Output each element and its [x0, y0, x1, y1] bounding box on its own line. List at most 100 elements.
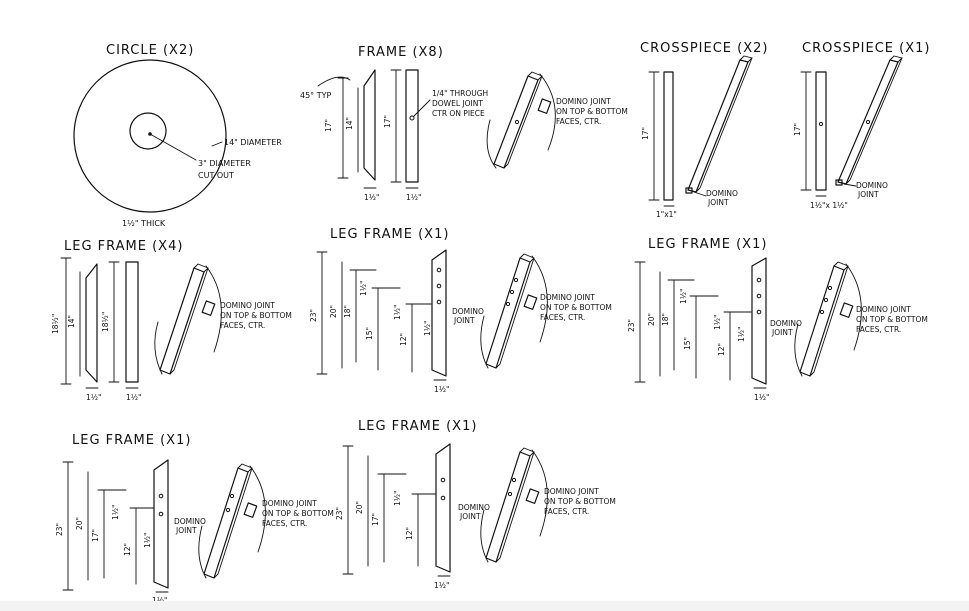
leg-frame-a-width: 1½"	[434, 385, 450, 394]
dowel-leader-line	[413, 99, 431, 117]
leg-frame-d-domino-1: DOMINO JOINT	[544, 487, 599, 496]
leg-frame-x4-panel: LEG FRAME (X4) 18½" 14" 18½" 1½" 1½" DOM…	[51, 239, 292, 402]
leg-frame-x4-height-c: 18½"	[101, 312, 110, 332]
leg-frame-a-h4: 15"	[365, 327, 374, 340]
leg-frame-a-h2: 20"	[329, 305, 338, 318]
leg-frame-d-iso-edges	[495, 447, 535, 563]
crosspiece-x2-panel: CROSSPIECE (X2) 17" 1"x1" DOMINO JOINT	[640, 41, 767, 219]
leg-frame-a-iso-hole-2	[509, 289, 515, 295]
leg-frame-c-gap-a: 1½"	[111, 505, 120, 521]
leg-frame-c-iso-hole-1	[229, 493, 235, 499]
leg-frame-x4-iso-edges	[169, 263, 209, 375]
leg-frame-x4-dim-a	[60, 257, 72, 385]
leg-frame-c-h1: 23"	[55, 523, 64, 536]
frame-height-b: 14"	[345, 117, 354, 130]
crosspiece-x1-leader	[843, 183, 857, 187]
leg-frame-d-h4: 12"	[405, 527, 414, 540]
leg-frame-c-domino-2: ON TOP & BOTTOM	[262, 509, 334, 518]
frame-title: FRAME (X8)	[358, 45, 444, 60]
leg-frame-c-hole-2	[158, 511, 164, 517]
leg-frame-b-domino-1: DOMINO JOINT	[856, 305, 911, 314]
leg-frame-b-iso-hole-3	[819, 309, 825, 315]
leg-frame-b-dim-5	[723, 311, 753, 381]
frame-width-b: 1½"	[406, 193, 422, 202]
leg-frame-b-hole-3	[756, 309, 762, 315]
leg-frame-d-dim-4	[411, 493, 437, 567]
leg-frame-b-iso-hole-1	[827, 285, 833, 291]
leg-frame-a-dim-1	[316, 251, 328, 375]
leg-frame-x4-trapezoid	[85, 263, 98, 383]
leg-frame-a-h3: 18"	[343, 305, 352, 318]
leg-frame-b-panel: LEG FRAME (X1) 23" 20" 18" 1½" 15" 1½" 1…	[627, 237, 928, 402]
crosspiece-x2-size: 1"x1"	[656, 210, 677, 219]
crosspiece-x2-height: 17"	[641, 127, 650, 140]
leg-frame-d-hole-2	[440, 495, 446, 501]
leg-frame-a-dim-5	[405, 303, 433, 373]
leg-frame-a-hole-1	[436, 267, 442, 273]
leg-frame-x4-dim-c	[108, 261, 120, 383]
crosspiece-x1-dim-line	[800, 71, 812, 191]
circle-cutout-label-2: CUT OUT	[198, 171, 234, 180]
leg-frame-b-gap-a: 1½"	[679, 289, 688, 305]
frame-panel: FRAME (X8) 45° TYP 17" 14" 17" 1/4" THRO…	[300, 45, 628, 202]
crosspiece-x1-domino-2: JOINT	[857, 190, 879, 199]
leg-frame-d-arrows	[480, 449, 548, 563]
leg-frame-b-joint-2: JOINT	[771, 328, 793, 337]
leg-frame-x4-height-a: 18½"	[51, 314, 60, 334]
leg-frame-b-arrows	[794, 263, 862, 377]
leg-frame-c-dim-1	[62, 461, 74, 591]
frame-rotation-arrows	[486, 73, 556, 169]
leg-frame-a-h1: 23"	[309, 309, 318, 322]
leg-frame-x4-width-b: 1½"	[126, 393, 142, 402]
leg-frame-b-dim-4	[689, 295, 719, 379]
crosspiece-x2-iso	[687, 59, 749, 193]
leg-frame-a-joint-2: JOINT	[453, 316, 475, 325]
leg-frame-c-domino-1: DOMINO JOINT	[262, 499, 317, 508]
crosspiece-x1-iso-hole	[865, 119, 871, 125]
leg-frame-d-gap-a: 1½"	[393, 491, 402, 507]
crosspiece-x1-hole	[818, 121, 824, 127]
crosspiece-x2-domino-1: DOMINO	[706, 189, 738, 198]
leg-frame-c-iso	[203, 467, 249, 579]
leg-frame-b-joint-1: DOMINO	[770, 319, 802, 328]
leg-frame-b-h4: 15"	[683, 337, 692, 350]
leg-frame-x4-width-a: 1½"	[86, 393, 102, 402]
leg-frame-d-h3: 17"	[371, 513, 380, 526]
leg-frame-d-hole-1	[440, 477, 446, 483]
crosspiece-x2-iso-edges	[695, 55, 753, 193]
leg-frame-x4-domino-1: DOMINO JOINT	[220, 301, 275, 310]
frame-dowel-label-2: DOWEL JOINT	[432, 99, 483, 108]
leg-frame-b-title: LEG FRAME (X1)	[648, 237, 767, 252]
leg-frame-d-iso-hole-2	[507, 491, 513, 497]
leg-frame-b-hole-1	[756, 277, 762, 283]
leg-frame-b-dim-1	[634, 261, 646, 383]
circle-thick-label: 1½" THICK	[122, 219, 166, 228]
leg-frame-a-piece	[431, 249, 447, 377]
leg-frame-b-domino-face	[839, 302, 854, 318]
leg-frame-a-gap-b: 1½"	[393, 305, 402, 321]
leg-frame-a-iso-hole-3	[505, 301, 511, 307]
crosspiece-x1-piece	[815, 71, 827, 191]
leg-frame-b-h1: 23"	[627, 319, 636, 332]
leg-frame-b-iso-edges	[809, 261, 849, 377]
frame-iso-edges	[503, 71, 543, 169]
leg-frame-a-gap-a: 1½"	[359, 281, 368, 297]
leg-frame-c-domino-3: FACES, CTR.	[262, 519, 307, 528]
leg-frame-a-arrows	[480, 255, 548, 369]
leg-frame-c-iso-hole-2	[225, 507, 231, 513]
leg-frame-b-h3: 18"	[661, 313, 670, 326]
leg-frame-d-domino-3: FACES, CTR.	[544, 507, 589, 516]
bottom-strip	[0, 601, 969, 611]
leg-frame-a-domino-2: ON TOP & BOTTOM	[540, 303, 612, 312]
leg-frame-b-h2: 20"	[647, 313, 656, 326]
frame-domino-label-3: FACES, CTR.	[556, 117, 601, 126]
leg-frame-a-joint-1: DOMINO	[452, 307, 484, 316]
crosspiece-x1-domino	[835, 179, 843, 186]
leg-frame-c-h2: 20"	[75, 517, 84, 530]
leg-frame-b-gap-b: 1½"	[713, 315, 722, 331]
crosspiece-x2-domino	[685, 187, 693, 194]
leg-frame-c-domino-face	[243, 502, 258, 518]
crosspiece-x1-title: CROSSPIECE (X1)	[802, 41, 930, 56]
leg-frame-c-joint-2: JOINT	[175, 526, 197, 535]
